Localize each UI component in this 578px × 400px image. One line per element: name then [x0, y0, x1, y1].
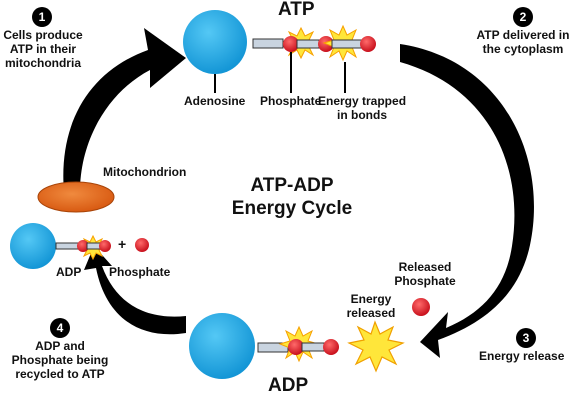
- left-plus-sign: +: [118, 236, 127, 252]
- atp-phosphate-1: [283, 36, 299, 52]
- mitochondrion-label: Mitochondrion: [103, 165, 187, 179]
- adp-bond-2: [301, 342, 325, 352]
- energy-released-label: Energy released: [339, 292, 403, 321]
- step-3-text: Energy release: [479, 349, 565, 363]
- energy-released-line1: Energy: [350, 292, 392, 306]
- step-2-text: ATP delivered in the cytoplasm: [470, 28, 576, 57]
- atp-bond-3: [331, 39, 363, 49]
- step-1-line1: Cells produce: [3, 28, 83, 42]
- left-phosphate-label: Phosphate: [109, 265, 171, 279]
- energy-trapped-label: Energy trapped in bonds: [318, 94, 407, 123]
- step-2-badge: 2: [513, 7, 533, 27]
- adp-heading: ADP: [268, 375, 309, 396]
- atp-bond-1: [252, 38, 284, 49]
- left-free-phosphate: [135, 238, 149, 252]
- diagram-title: ATP-ADP Energy Cycle: [212, 174, 372, 220]
- step-1-text: Cells produce ATP in their mitochondria: [0, 28, 86, 70]
- left-bond-1: [55, 242, 79, 250]
- energy-trapped-line1: Energy trapped: [318, 94, 407, 108]
- left-adp-label: ADP: [56, 265, 82, 279]
- title-line2: Energy Cycle: [231, 198, 353, 220]
- step-1-line3: mitochondria: [4, 55, 81, 70]
- step-1-line2: ATP in their: [9, 41, 77, 56]
- title-line1: ATP-ADP: [250, 175, 334, 196]
- left-phosphate-1: [77, 240, 89, 252]
- energy-released-line2: released: [346, 305, 396, 320]
- arrow-to-adp: [400, 44, 534, 358]
- released-phosphate-line2: Phosphate: [394, 273, 456, 288]
- step-4-badge: 4: [50, 318, 70, 338]
- left-bond-2: [86, 242, 102, 250]
- atp-bond-2: [296, 39, 320, 49]
- step-4-line2: Phosphate being: [11, 352, 109, 367]
- step-4-line1: ADP and: [35, 339, 85, 353]
- step-2-line1: ATP delivered in: [476, 28, 570, 42]
- atp-heading: ATP: [278, 0, 315, 20]
- arrow-to-atp: [63, 28, 186, 192]
- released-phosphate: [412, 298, 430, 316]
- left-adenosine-sphere: [10, 223, 56, 269]
- released-energy-burst: [347, 320, 405, 373]
- adp-adenosine-sphere: [189, 313, 255, 379]
- arrow-recycle: [84, 246, 186, 335]
- adp-phosphate-1: [288, 339, 304, 355]
- step-4-text: ADP and Phosphate being recycled to ATP: [8, 339, 112, 381]
- step-3-badge: 3: [516, 328, 536, 348]
- step-1-badge: 1: [32, 7, 52, 27]
- left-phosphate-2: [99, 240, 111, 252]
- atp-phosphate-3: [360, 36, 376, 52]
- mitochondrion-shape: [37, 181, 115, 213]
- atp-adenosine-sphere: [183, 10, 247, 74]
- phosphate-label: Phosphate: [260, 94, 322, 108]
- step-2-line2: the cytoplasm: [482, 41, 564, 56]
- adenosine-label: Adenosine: [184, 94, 246, 108]
- step-4-line3: recycled to ATP: [15, 366, 105, 381]
- energy-trapped-line2: in bonds: [337, 107, 387, 122]
- released-phosphate-label: Released Phosphate: [390, 260, 460, 289]
- released-phosphate-line1: Released: [398, 260, 452, 274]
- adp-phosphate-2: [323, 339, 339, 355]
